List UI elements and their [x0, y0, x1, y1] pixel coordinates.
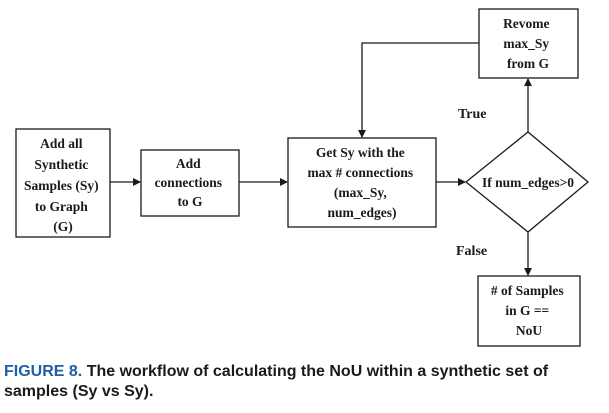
- edge-label-true: True: [458, 107, 487, 122]
- node-get-sy: Get Sy with the max # connections (max_S…: [287, 137, 437, 228]
- node-result-line: NoU: [516, 323, 542, 338]
- node-remove-line: Revome: [503, 16, 549, 31]
- node-result-text: # of Samples in G == NoU: [491, 283, 567, 338]
- node-decision-line: If num_edges>0: [482, 175, 574, 190]
- node-result: # of Samples in G == NoU: [477, 275, 581, 347]
- node-get-sy-line: (max_Sy,: [334, 185, 387, 200]
- node-get-sy-line: Get Sy with the: [316, 145, 405, 160]
- node-add-samples: Add all Synthetic Samples (Sy) to Graph …: [15, 128, 111, 238]
- node-remove-line: from G: [507, 56, 550, 71]
- node-add-samples-line: to Graph: [35, 199, 88, 214]
- node-decision: If num_edges>0: [464, 131, 590, 233]
- node-get-sy-line: num_edges): [327, 205, 396, 220]
- node-decision-text: If num_edges>0: [482, 175, 574, 190]
- caption-text: The workflow of calculating the NoU with…: [4, 363, 549, 400]
- node-result-line: # of Samples: [491, 283, 564, 298]
- edge-label-false: False: [456, 244, 487, 259]
- node-add-connections-line: Add: [176, 156, 201, 171]
- node-result-line: in G ==: [505, 303, 549, 318]
- flowchart: Add all Synthetic Samples (Sy) to Graph …: [15, 8, 590, 347]
- node-get-sy-text: Get Sy with the max # connections (max_S…: [307, 145, 416, 220]
- caption-label: FIGURE 8.: [4, 363, 83, 380]
- node-add-connections-line: connections: [155, 175, 223, 190]
- node-remove-line: max_Sy: [503, 36, 549, 51]
- node-remove: Revome max_Sy from G: [478, 8, 579, 79]
- node-add-samples-line: Add all: [40, 136, 83, 151]
- node-add-samples-line: Synthetic: [34, 157, 88, 172]
- node-add-connections: Add connections to G: [140, 149, 240, 217]
- node-add-connections-text: Add connections to G: [155, 156, 226, 209]
- node-get-sy-line: max # connections: [307, 165, 413, 180]
- node-remove-text: Revome max_Sy from G: [503, 16, 553, 71]
- node-add-samples-text: Add all Synthetic Samples (Sy) to Graph …: [24, 136, 102, 234]
- node-add-samples-line: (G): [53, 219, 73, 234]
- node-add-samples-line: Samples (Sy): [24, 178, 99, 193]
- node-add-connections-line: to G: [177, 194, 203, 209]
- figure-caption: FIGURE 8. The workflow of calculating th…: [4, 362, 604, 402]
- arrow-remove-loop-to-get-sy: [358, 42, 479, 138]
